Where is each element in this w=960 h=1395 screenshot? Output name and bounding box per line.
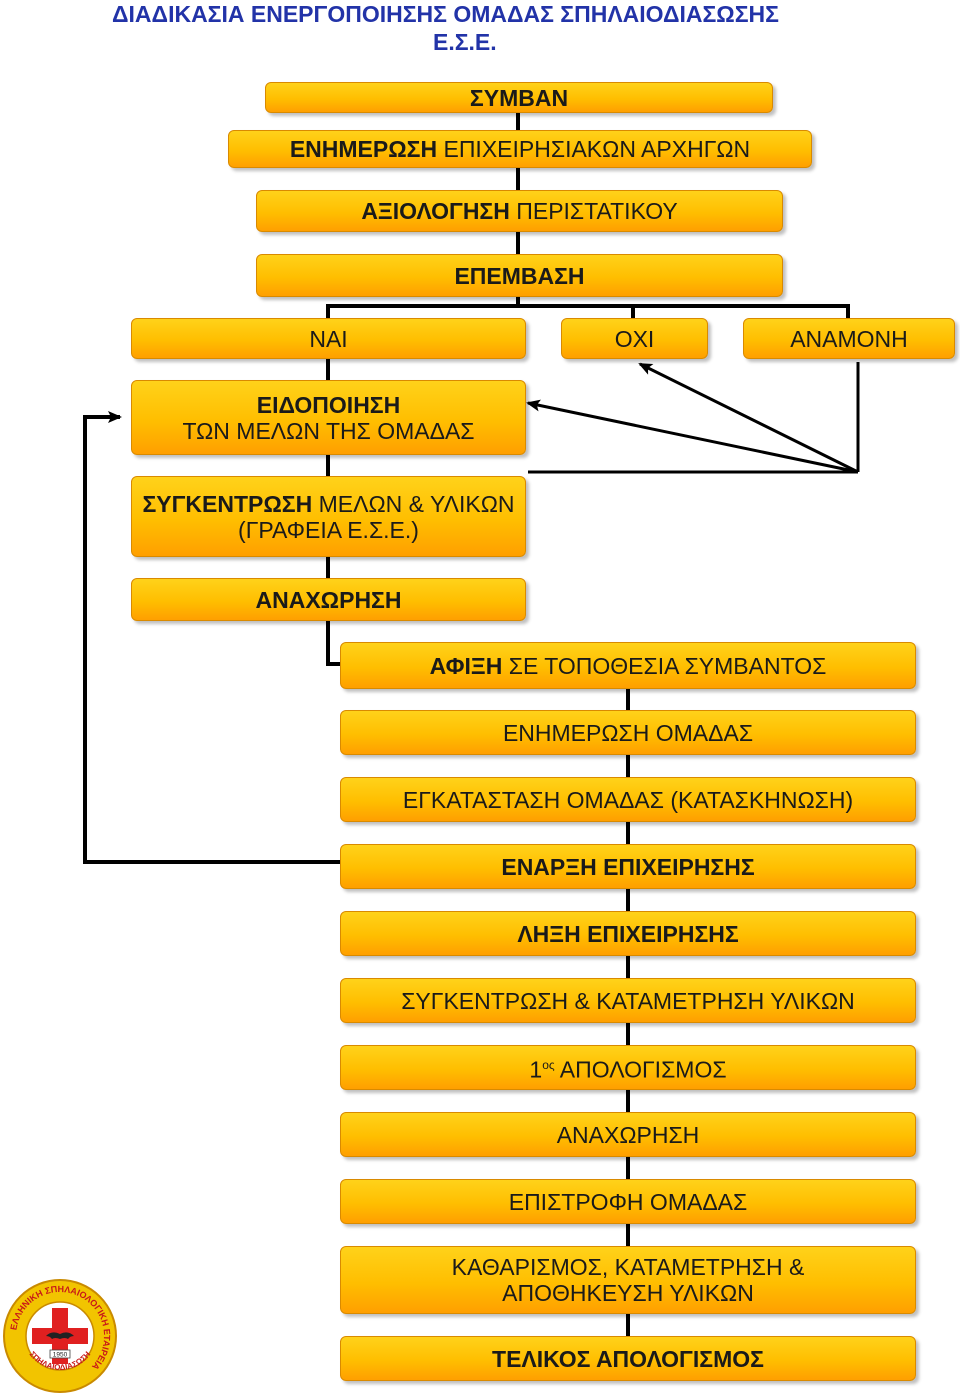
step-epistrofi: ΕΠΙΣΤΡΟΦΗ ΟΜΑΔΑΣ	[340, 1179, 916, 1224]
diagram-title: ΔΙΑΔΙΚΑΣΙΑ ΕΝΕΡΓΟΠΟΙΗΣΗΣ ΟΜΑΔΑΣ ΣΠΗΛΑΙΟΔ…	[0, 0, 960, 56]
step-enimerosi-archigon: ΕΝΗΜΕΡΩΣΗ ΕΠΙΧΕΙΡΗΣΙΑΚΩΝ ΑΡΧΗΓΩΝ	[228, 130, 812, 168]
title-line-2: Ε.Σ.Ε.	[433, 29, 497, 55]
decision-nai: ΝΑΙ	[131, 318, 526, 359]
title-line-1: ΔΙΑΔΙΚΑΣΙΑ ΕΝΕΡΓΟΠΟΙΗΣΗΣ ΟΜΑΔΑΣ ΣΠΗΛΑΙΟΔ…	[112, 1, 779, 27]
connector-branch-bar	[326, 304, 850, 320]
step-afixi: ΑΦΙΞΗ ΣΕ ΤΟΠΟΘΕΣΙΑ ΣΥΜΒΑΝΤΟΣ	[340, 642, 916, 689]
step-lixi: ΛΗΞΗ ΕΠΙΧΕΙΡΗΣΗΣ	[340, 911, 916, 956]
feedback-loop-enarxi-eidopoiisi	[83, 411, 342, 864]
step-sygkentrosi-katametrisi: ΣΥΓΚΕΝΤΡΩΣΗ & ΚΑΤΑΜΕΤΡΗΣΗ ΥΛΙΚΩΝ	[340, 978, 916, 1023]
decision-ochi: ΟΧΙ	[561, 318, 708, 359]
step-symvan: ΣΥΜΒΑΝ	[265, 82, 773, 113]
step-anachorisi-2: ΑΝΑΧΩΡΗΣΗ	[340, 1112, 916, 1157]
step-axiologisi: ΑΞΙΟΛΟΓΗΣΗ ΠΕΡΙΣΤΑΤΙΚΟΥ	[256, 190, 783, 232]
step-symvan-label: ΣΥΜΒΑΝ	[469, 84, 569, 111]
step-katharismos: ΚΑΘΑΡΙΣΜΟΣ, ΚΑΤΑΜΕΤΡΗΣΗ & ΑΠΟΘΗΚΕΥΣΗ ΥΛΙ…	[340, 1246, 916, 1314]
society-seal-icon: ΕΛΛΗΝΙΚΗ ΣΠΗΛΑΙΟΛΟΓΙΚΗ ΕΤΑΙΡΕΙΑ ΣΠΗΛΑΙΟΔ…	[3, 1279, 117, 1393]
step-enimerosi-omadas: ΕΝΗΜΕΡΩΣΗ ΟΜΑΔΑΣ	[340, 710, 916, 755]
arrow-to-ochi	[638, 362, 859, 474]
step-enarxi: ΕΝΑΡΞΗ ΕΠΙΧΕΙΡΗΣΗΣ	[340, 844, 916, 889]
arrow-to-eidopoiisi	[526, 399, 859, 474]
decision-anamoni: ΑΝΑΜΟΝΗ	[743, 318, 955, 359]
step-telikos: ΤΕΛΙΚΟΣ ΑΠΟΛΟΓΙΣΜΟΣ	[340, 1336, 916, 1381]
connector-anachorisi-afixi	[326, 619, 344, 666]
step-epemvasi: ΕΠΕΜΒΑΣΗ	[256, 254, 783, 297]
step-sygkentrosi-melon: ΣΥΓΚΕΝΤΡΩΣΗ ΜΕΛΩΝ & ΥΛΙΚΩΝ (ΓΡΑΦΕΙΑ Ε.Σ.…	[131, 476, 526, 557]
step-anachorisi-1: ΑΝΑΧΩΡΗΣΗ	[131, 578, 526, 621]
svg-text:1950: 1950	[53, 1352, 68, 1359]
step-eidopoiisi: ΕΙΔΟΠΟΙΗΣΗ ΤΩΝ ΜΕΛΩΝ ΤΗΣ ΟΜΑΔΑΣ	[131, 380, 526, 455]
step-apologismos-1: 1ος ΑΠΟΛΟΓΙΣΜΟΣ	[340, 1045, 916, 1090]
step-egkatastasi: ΕΓΚΑΤΑΣΤΑΣΗ ΟΜΑΔΑΣ (ΚΑΤΑΣΚΗΝΩΣΗ)	[340, 777, 916, 822]
